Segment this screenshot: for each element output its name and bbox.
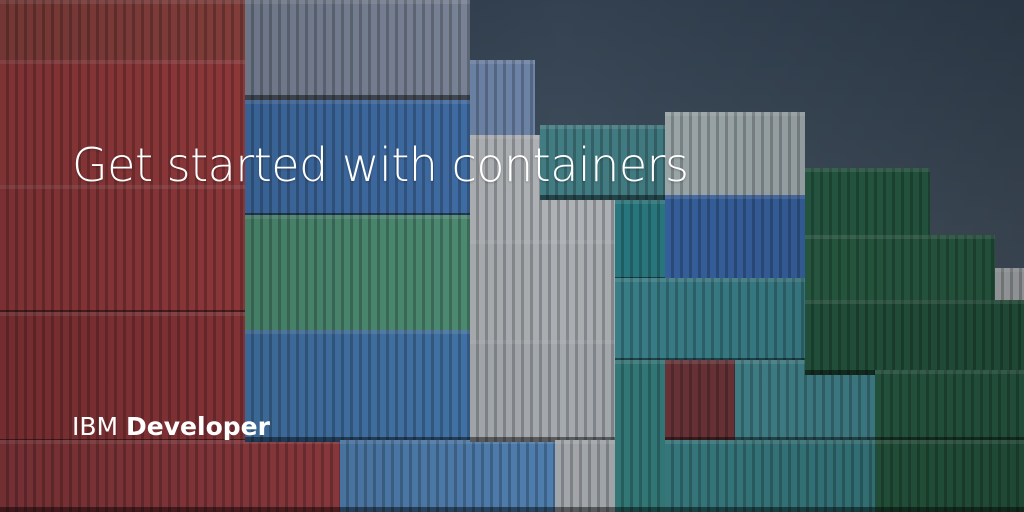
- container-darkgreen-4: [875, 370, 1024, 442]
- container-darkgreen-3: [805, 300, 1024, 375]
- container-teal-5: [665, 440, 875, 512]
- brand-product: Developer: [126, 412, 270, 441]
- container-red-5: [0, 440, 340, 512]
- container-blue-4: [340, 440, 555, 512]
- container-teal-3: [615, 360, 670, 512]
- container-teal-1: [615, 200, 665, 282]
- page-title: Get started with containers: [72, 138, 689, 192]
- container-red-2: [0, 60, 245, 190]
- container-darkgreen-1: [805, 168, 930, 240]
- container-gray-3: [470, 340, 615, 442]
- container-teal-2: [615, 278, 805, 363]
- brand-company: IBM: [72, 412, 119, 441]
- container-darkgreen-2: [805, 235, 995, 307]
- container-blue-top: [470, 60, 535, 140]
- container-blue-3: [245, 330, 470, 442]
- container-gray-top: [665, 112, 805, 207]
- container-blue-mid: [665, 195, 805, 285]
- container-blue-1: [245, 0, 470, 100]
- container-gray-2: [470, 240, 615, 345]
- container-red-4: [0, 312, 245, 444]
- container-gray-4: [555, 440, 620, 512]
- ibm-developer-logo: IBM Developer: [72, 412, 270, 441]
- container-maroon: [665, 360, 735, 442]
- container-darkgreen-5: [875, 440, 1024, 512]
- container-teal-top: [540, 125, 665, 200]
